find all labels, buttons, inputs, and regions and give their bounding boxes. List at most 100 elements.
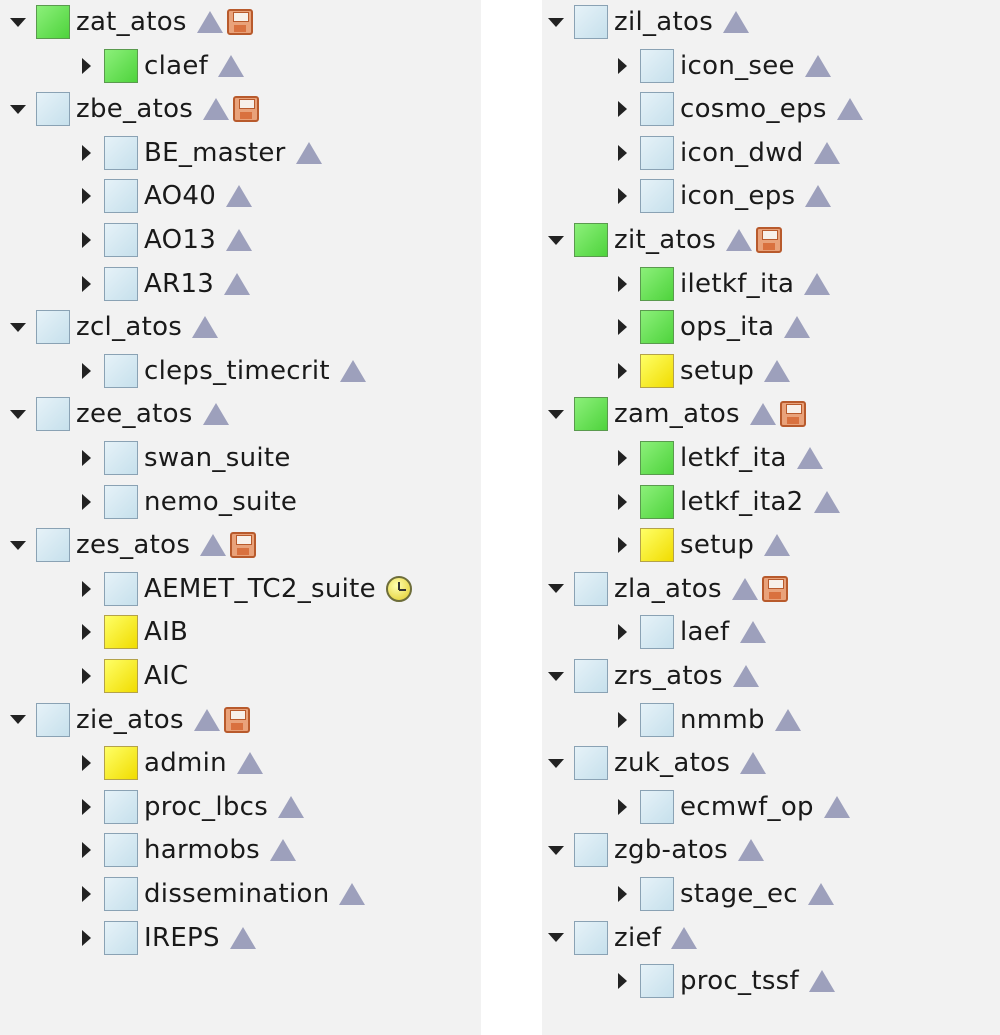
collapse-arrow-icon[interactable] xyxy=(10,101,26,117)
family-row[interactable]: AEMET_TC2_suite xyxy=(78,569,412,609)
suite-label[interactable]: zes_atos xyxy=(76,530,191,561)
family-label[interactable]: ecmwf_op xyxy=(680,791,814,822)
family-row[interactable]: ecmwf_op xyxy=(614,787,850,827)
suite-label[interactable]: zgb-atos xyxy=(614,835,729,866)
expand-arrow-icon[interactable] xyxy=(78,144,94,161)
family-row[interactable]: claef xyxy=(78,46,245,86)
family-label[interactable]: ops_ita xyxy=(680,312,775,343)
suite-label[interactable]: zcl_atos xyxy=(76,312,183,343)
family-row[interactable]: ops_ita xyxy=(614,307,811,347)
suite-row[interactable]: zes_atos xyxy=(10,525,257,565)
expand-arrow-icon[interactable] xyxy=(614,362,630,379)
collapse-arrow-icon[interactable] xyxy=(10,319,26,335)
family-label[interactable]: AIC xyxy=(144,661,189,691)
family-label[interactable]: cleps_timecrit xyxy=(144,355,330,386)
collapse-arrow-icon[interactable] xyxy=(548,930,564,946)
suite-row[interactable]: zbe_atos xyxy=(10,89,260,129)
expand-arrow-icon[interactable] xyxy=(614,973,630,990)
suite-row[interactable]: zie_atos xyxy=(10,700,250,740)
suite-row[interactable]: zcl_atos xyxy=(10,307,219,347)
suite-label[interactable]: zuk_atos xyxy=(614,748,731,779)
suite-row[interactable]: zrs_atos xyxy=(548,656,759,696)
collapse-arrow-icon[interactable] xyxy=(548,232,564,248)
expand-arrow-icon[interactable] xyxy=(78,842,94,859)
family-label[interactable]: setup xyxy=(680,530,755,561)
family-row[interactable]: proc_tssf xyxy=(614,961,835,1001)
family-label[interactable]: AIB xyxy=(144,617,189,648)
collapse-arrow-icon[interactable] xyxy=(10,537,26,553)
family-row[interactable]: letkf_ita2 xyxy=(614,482,840,522)
expand-arrow-icon[interactable] xyxy=(78,886,94,902)
family-label[interactable]: AR13 xyxy=(144,268,215,299)
expand-arrow-icon[interactable] xyxy=(614,493,630,510)
family-row[interactable]: AO40 xyxy=(78,176,253,216)
family-label[interactable]: iletkf_ita xyxy=(680,268,795,299)
family-label[interactable]: BE_master xyxy=(144,137,286,168)
suite-label[interactable]: zie_atos xyxy=(76,704,184,735)
suite-row[interactable]: zam_atos xyxy=(548,394,806,434)
collapse-arrow-icon[interactable] xyxy=(10,406,26,422)
expand-arrow-icon[interactable] xyxy=(614,450,630,466)
family-row[interactable]: AIC xyxy=(78,656,189,696)
family-row[interactable]: AIB xyxy=(78,612,188,652)
family-row[interactable]: setup xyxy=(614,351,791,391)
family-label[interactable]: stage_ec xyxy=(680,879,798,909)
suite-label[interactable]: zbe_atos xyxy=(76,94,194,125)
expand-arrow-icon[interactable] xyxy=(78,668,94,684)
collapse-arrow-icon[interactable] xyxy=(548,668,564,684)
family-row[interactable]: proc_lbcs xyxy=(78,787,305,827)
suite-label[interactable]: zat_atos xyxy=(76,7,187,37)
family-row[interactable]: nmmb xyxy=(614,700,801,740)
collapse-arrow-icon[interactable] xyxy=(548,14,564,30)
expand-arrow-icon[interactable] xyxy=(78,188,94,205)
family-row[interactable]: swan_suite xyxy=(78,438,291,478)
family-label[interactable]: letkf_ita xyxy=(680,443,787,473)
collapse-arrow-icon[interactable] xyxy=(548,755,564,771)
expand-arrow-icon[interactable] xyxy=(614,57,630,74)
family-label[interactable]: laef xyxy=(680,617,730,648)
suite-row[interactable]: zla_atos xyxy=(548,569,788,609)
expand-arrow-icon[interactable] xyxy=(614,624,630,641)
suite-row[interactable]: zil_atos xyxy=(548,2,750,42)
expand-arrow-icon[interactable] xyxy=(78,275,94,292)
expand-arrow-icon[interactable] xyxy=(614,711,630,728)
family-row[interactable]: setup xyxy=(614,525,791,565)
family-label[interactable]: claef xyxy=(144,50,209,81)
expand-arrow-icon[interactable] xyxy=(78,755,94,772)
family-row[interactable]: cosmo_eps xyxy=(614,89,863,129)
expand-arrow-icon[interactable] xyxy=(614,537,630,554)
family-row[interactable]: dissemination xyxy=(78,874,366,914)
expand-arrow-icon[interactable] xyxy=(614,101,630,118)
expand-arrow-icon[interactable] xyxy=(78,493,94,510)
family-row[interactable]: icon_dwd xyxy=(614,133,840,173)
family-row[interactable]: stage_ec xyxy=(614,874,834,914)
suite-row[interactable]: zgb-atos xyxy=(548,830,765,870)
expand-arrow-icon[interactable] xyxy=(78,450,94,466)
expand-arrow-icon[interactable] xyxy=(614,798,630,815)
suite-label[interactable]: zief xyxy=(614,922,662,953)
family-row[interactable]: laef xyxy=(614,612,766,652)
family-label[interactable]: icon_eps xyxy=(680,181,796,212)
family-row[interactable]: icon_eps xyxy=(614,176,832,216)
family-row[interactable]: AO13 xyxy=(78,220,253,260)
collapse-arrow-icon[interactable] xyxy=(10,712,26,728)
family-label[interactable]: swan_suite xyxy=(144,443,291,473)
suite-row[interactable]: zit_atos xyxy=(548,220,783,260)
family-label[interactable]: setup xyxy=(680,355,755,386)
expand-arrow-icon[interactable] xyxy=(614,275,630,292)
family-label[interactable]: dissemination xyxy=(144,879,330,909)
suite-row[interactable]: zat_atos xyxy=(10,2,253,42)
family-row[interactable]: nemo_suite xyxy=(78,482,297,522)
expand-arrow-icon[interactable] xyxy=(78,624,94,641)
expand-arrow-icon[interactable] xyxy=(78,929,94,946)
collapse-arrow-icon[interactable] xyxy=(548,406,564,422)
collapse-arrow-icon[interactable] xyxy=(10,14,26,30)
expand-arrow-icon[interactable] xyxy=(614,188,630,205)
family-label[interactable]: cosmo_eps xyxy=(680,94,827,125)
expand-arrow-icon[interactable] xyxy=(614,886,630,902)
family-row[interactable]: harmobs xyxy=(78,830,297,870)
expand-arrow-icon[interactable] xyxy=(78,362,94,379)
suite-label[interactable]: zil_atos xyxy=(614,7,714,37)
suite-row[interactable]: zief xyxy=(548,918,698,958)
collapse-arrow-icon[interactable] xyxy=(548,842,564,858)
